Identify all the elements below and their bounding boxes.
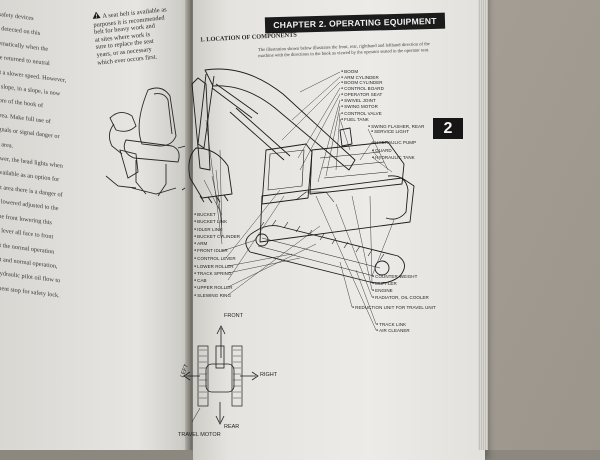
bucket-drawing <box>188 147 233 199</box>
label-swing-motor: SWING MOTOR <box>341 104 378 109</box>
label-boom: BOOM <box>341 69 358 74</box>
label-control-board: CONTROL BOARD <box>341 86 384 91</box>
direction-rear-label: REAR <box>224 424 240 430</box>
label-swing-flasher: SWING FLASHER, REAR <box>368 124 424 129</box>
label-front-idler: FRONT IDLER <box>194 248 228 253</box>
label-arm: ARM <box>194 241 207 246</box>
warning-triangle-icon <box>92 11 101 21</box>
label-track-link: TRACK LINK <box>376 322 406 327</box>
front-arrow <box>216 325 226 358</box>
chapter-tab: 2 <box>433 118 463 139</box>
label-air-cleaner: AIR CLEANER <box>376 328 410 333</box>
label-hydraulic-tank: HYDRAULIC TANK <box>372 155 415 160</box>
label-control-lever: CONTROL LEVER <box>194 256 236 261</box>
page-stack-edge <box>478 0 488 450</box>
label-bucket-link: BUCKET LINK <box>194 219 227 224</box>
direction-right-label: RIGHT <box>260 372 278 378</box>
label-service-light: SERVICE LIGHT <box>371 129 409 134</box>
label-engine: ENGINE <box>372 288 393 293</box>
label-bucket: BUCKET <box>194 212 216 217</box>
cab-drawing <box>261 143 313 205</box>
label-cab: CAB <box>194 278 207 283</box>
label-reduction-unit: REDUCTION UNIT FOR TRAVEL UNIT <box>352 305 436 310</box>
label-track-spring: TRACK SPRING <box>194 271 232 276</box>
travel-motor-label: TRAVEL MOTOR <box>178 432 221 438</box>
label-radiator-oil-cooler: RADIATOR, OIL COOLER <box>372 295 429 300</box>
label-hydraulic-pump: HYDRAULIC PUMP <box>372 140 416 145</box>
label-operator-seat: OPERATOR SEAT <box>341 92 382 97</box>
label-guard: GUARD <box>372 148 392 153</box>
label-swivel-joint: SWIVEL JOINT <box>341 98 376 103</box>
label-slewing-ring: SLEWING RING <box>194 293 231 298</box>
right-page-bleed-through <box>420 380 470 430</box>
label-idler-link: IDLER LINK <box>194 227 222 232</box>
label-muffler: MUFFLER <box>372 281 397 286</box>
label-bucket-cylinder: BUCKET CYLINDER <box>194 234 240 239</box>
direction-diagram <box>183 325 259 425</box>
label-upper-roller: UPPER ROLLER <box>194 285 233 290</box>
rear-arrow <box>215 402 225 425</box>
arm-drawing <box>191 77 211 171</box>
left-page: of safety devices ...y detected on this … <box>0 0 196 450</box>
label-control-valve: CONTROL VALVE <box>341 111 382 116</box>
right-arrow <box>240 371 259 381</box>
label-fuel-tank: FUEL TANK <box>341 117 369 122</box>
label-lower-roller: LOWER ROLLER <box>194 264 234 269</box>
label-counter-weight: COUNTER WEIGHT <box>372 274 417 279</box>
label-boom-cylinder: BOOM CYLINDER <box>341 80 383 85</box>
boom-drawing <box>204 68 356 171</box>
label-arm-cylinder: ARM CYLINDER <box>341 75 379 80</box>
direction-front-label: FRONT <box>224 313 243 319</box>
seat-belt-warning: A seat belt is available as purposes it … <box>92 2 193 67</box>
upper-structure-drawing <box>259 177 415 243</box>
excavator-diagram <box>183 68 415 425</box>
